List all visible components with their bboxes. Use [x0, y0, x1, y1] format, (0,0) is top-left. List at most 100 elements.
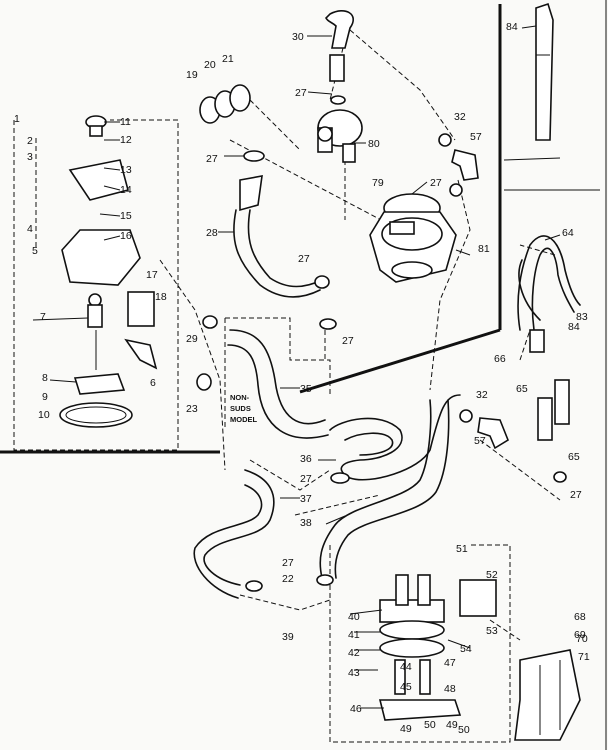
callout-44: 44 — [400, 661, 412, 673]
non-suds-model-note: NON- SUDS MODEL — [230, 393, 258, 424]
callout-18: 18 — [155, 291, 167, 303]
tube-84 — [535, 2, 554, 141]
callout-21: 21 — [222, 53, 234, 65]
callout-39: 39 — [282, 631, 294, 643]
callout-50-a: 50 — [424, 719, 436, 731]
callout-54: 54 — [460, 643, 472, 655]
callout-50-b: 50 — [458, 724, 470, 736]
callout-47: 47 — [444, 657, 456, 669]
callout-11: 11 — [120, 116, 131, 128]
hose-35 — [227, 329, 329, 439]
gaskets-19-21 — [199, 84, 251, 124]
callout-71: 71 — [578, 651, 590, 663]
model-note-line2: SUDS — [230, 404, 251, 413]
callout-32-a: 32 — [454, 111, 466, 123]
dashed-connections — [159, 29, 561, 641]
callout-37: 37 — [300, 493, 312, 505]
hoses-64-83 — [517, 235, 581, 353]
callout-27-h: 27 — [282, 557, 294, 569]
callout-68: 68 — [574, 611, 586, 623]
callout-32-b: 32 — [476, 389, 488, 401]
callout-14: 14 — [120, 184, 132, 196]
hose-28 — [233, 175, 323, 298]
leader-lines — [32, 25, 561, 709]
rings-27 — [196, 133, 567, 592]
callout-45: 45 — [400, 681, 412, 693]
dashed-group-boxes — [13, 119, 511, 743]
callout-27-f: 27 — [300, 473, 312, 485]
callout-42: 42 — [348, 647, 360, 659]
callout-36: 36 — [300, 453, 312, 465]
callout-22: 22 — [282, 573, 294, 585]
callout-27-c: 27 — [430, 177, 442, 189]
callout-27-g: 27 — [570, 489, 582, 501]
callout-80: 80 — [368, 138, 380, 150]
callout-43: 43 — [348, 667, 360, 679]
callout-64: 64 — [562, 227, 574, 239]
callout-57-b: 57 — [474, 435, 486, 447]
hose-36 — [329, 394, 461, 481]
callout-15: 15 — [120, 210, 132, 222]
callout-40: 40 — [348, 611, 360, 623]
callout-27-e: 27 — [342, 335, 354, 347]
callout-30: 30 — [292, 31, 304, 43]
callout-8: 8 — [42, 372, 48, 384]
callout-29: 29 — [186, 333, 198, 345]
callout-41: 41 — [348, 629, 360, 641]
valve-assembly — [378, 574, 497, 721]
model-note-line3: MODEL — [230, 415, 258, 424]
callout-49-b: 49 — [446, 719, 458, 731]
callout-52: 52 — [486, 569, 498, 581]
callout-3: 3 — [27, 151, 33, 163]
callout-1: 1 — [14, 113, 20, 125]
callout-66: 66 — [494, 353, 506, 365]
callout-20: 20 — [204, 59, 216, 71]
callout-7: 7 — [40, 311, 46, 323]
callout-13: 13 — [120, 164, 132, 176]
callout-4: 4 — [27, 223, 33, 235]
callout-81: 81 — [478, 243, 490, 255]
callout-83: 83 — [576, 311, 588, 323]
callout-38: 38 — [300, 517, 312, 529]
tubes-65 — [537, 379, 570, 441]
callout-51: 51 — [456, 543, 468, 555]
hose-37 — [193, 469, 275, 599]
callout-35: 35 — [300, 383, 312, 395]
callout-70: 70 — [576, 633, 588, 645]
callout-10: 10 — [38, 409, 50, 421]
callout-79: 79 — [372, 177, 384, 189]
callout-16: 16 — [120, 230, 132, 242]
callout-labels: 1 2 3 4 5 6 7 8 9 10 11 12 13 14 15 16 1… — [14, 21, 590, 736]
callout-2: 2 — [27, 135, 33, 147]
callout-28: 28 — [206, 227, 218, 239]
callout-27-d: 27 — [298, 253, 310, 265]
pump-79 — [369, 193, 457, 283]
callout-5: 5 — [32, 245, 38, 257]
callout-23: 23 — [186, 403, 198, 415]
callout-19: 19 — [186, 69, 198, 81]
hose-30 — [325, 10, 354, 82]
callout-69: 69 — [574, 629, 586, 641]
callout-17: 17 — [146, 269, 158, 281]
hose-38 — [319, 399, 450, 579]
callout-46: 46 — [350, 703, 362, 715]
callout-27-b: 27 — [206, 153, 218, 165]
callout-9: 9 — [42, 391, 48, 403]
callout-48: 48 — [444, 683, 456, 695]
elbow-57 — [451, 149, 509, 450]
callout-57-a: 57 — [470, 131, 482, 143]
callout-84-b: 84 — [568, 321, 580, 333]
callout-53: 53 — [486, 625, 498, 637]
bracket-70 — [514, 649, 581, 741]
callout-6: 6 — [150, 377, 156, 389]
model-note-line1: NON- — [230, 393, 250, 402]
transmission-assembly — [59, 115, 158, 428]
callout-12: 12 — [120, 134, 132, 146]
callout-65-a: 65 — [516, 383, 528, 395]
callout-27-a: 27 — [295, 87, 307, 99]
valve-80 — [317, 95, 363, 163]
callout-84-a: 84 — [506, 21, 518, 33]
